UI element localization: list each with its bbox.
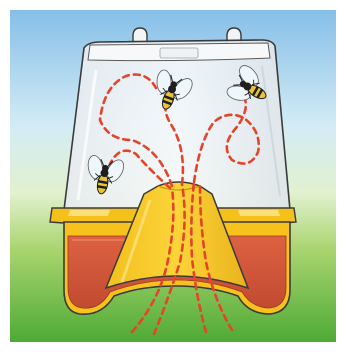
lid-tab (160, 48, 198, 58)
